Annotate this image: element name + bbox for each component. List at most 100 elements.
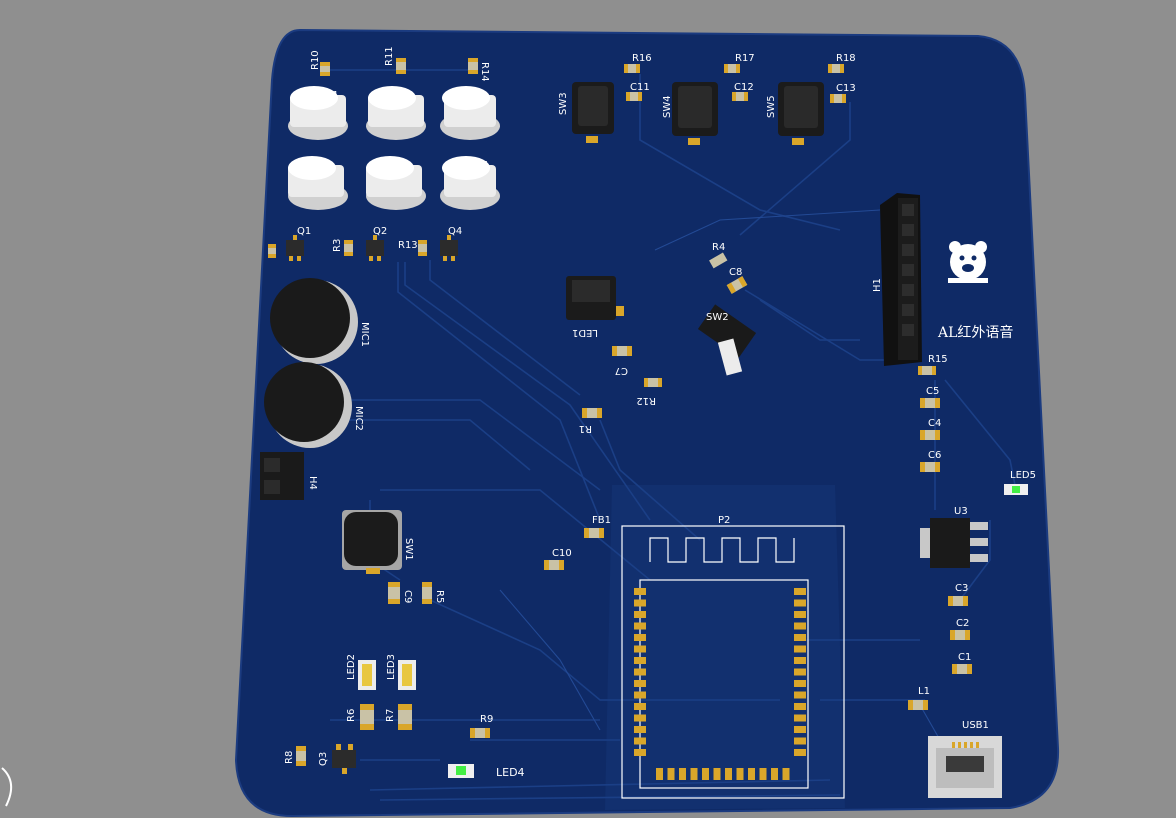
resistor-r15[interactable]: R15 — [918, 354, 948, 375]
resistor-r14[interactable]: R14 — [468, 58, 490, 82]
ir-led-u5[interactable]: U5 — [366, 156, 426, 210]
resistor-r9[interactable]: R9 — [470, 714, 493, 738]
resistor-r6[interactable]: R6 — [346, 704, 374, 730]
capacitor-c5[interactable]: C5 — [920, 386, 940, 408]
p2-pad — [794, 703, 806, 710]
ferrite-fb1[interactable]: FB1 — [584, 515, 611, 538]
p2-pad — [634, 634, 646, 641]
p2-pad — [634, 703, 646, 710]
led-led2[interactable]: LED2 — [346, 654, 376, 690]
pin-header-h1[interactable]: H1 — [872, 193, 922, 366]
ir-led-u2[interactable]: U2 — [366, 86, 426, 140]
p2-pad — [634, 657, 646, 664]
ref-led1: LED1 — [572, 327, 598, 338]
capacitor-c11[interactable]: C11 — [626, 82, 650, 101]
capacitor-c8[interactable]: C8 — [726, 267, 748, 294]
resistor-r8[interactable]: R8 — [284, 746, 306, 766]
resistor-r7[interactable]: R7 — [385, 704, 412, 730]
slide-switch-sw2[interactable]: SW2 — [697, 304, 757, 376]
p2-pad — [725, 768, 732, 780]
ref-led4: LED4 — [496, 766, 525, 779]
capacitor-c1[interactable]: C1 — [952, 652, 972, 674]
ref-u7: U7 — [474, 160, 488, 171]
connector-h4[interactable]: H4 — [260, 452, 318, 500]
capacitor-c4[interactable]: C4 — [920, 418, 941, 440]
ir-led-u4[interactable]: U4 — [288, 156, 348, 210]
tact-switch-sw5[interactable]: SW5 — [766, 82, 824, 145]
microphone-mic1[interactable]: MIC1 — [270, 278, 370, 364]
resistor-r18[interactable]: R18 — [828, 53, 856, 73]
tact-switch-sw3[interactable]: SW3 — [558, 82, 614, 143]
status-led-led4[interactable]: LED4 — [448, 764, 525, 779]
ref-r10: R10 — [310, 50, 321, 70]
resistor-r11[interactable]: R11 — [384, 46, 406, 74]
resistor-r17[interactable]: R17 — [724, 53, 755, 73]
ref-sw3: SW3 — [558, 92, 569, 115]
ref-h4: H4 — [307, 476, 318, 490]
microphone-mic2[interactable]: MIC2 — [264, 362, 364, 448]
transistor-q4[interactable]: Q4 — [440, 226, 462, 261]
ref-r1: R1 — [579, 423, 592, 434]
ref-c1: C1 — [958, 652, 971, 663]
resistor-r5[interactable]: R5 — [422, 582, 445, 604]
status-led-led5[interactable]: LED5 — [1004, 470, 1036, 495]
capacitor-c7[interactable]: C7 — [612, 346, 632, 376]
capacitor-c2[interactable]: C2 — [950, 618, 970, 640]
capacitor-c3[interactable]: C3 — [948, 583, 968, 606]
p2-pad — [634, 645, 646, 653]
resistor-r1[interactable]: R1 — [579, 408, 602, 434]
p2-pad — [748, 768, 755, 780]
p2-pad — [794, 668, 806, 676]
ref-u5: U5 — [396, 160, 410, 171]
ref-r5: R5 — [434, 590, 445, 603]
ref-u4: U4 — [318, 160, 332, 171]
usb-connector-usb1[interactable]: USB1 — [928, 720, 1002, 798]
resistor-r13[interactable]: R13 — [398, 240, 427, 256]
rotate-gizmo-icon — [1, 767, 13, 807]
ir-led-u7[interactable]: U7 — [440, 156, 500, 210]
inductor-l1[interactable]: L1 — [908, 686, 930, 710]
resistor-r3[interactable]: R3 — [332, 239, 353, 256]
ref-l1: L1 — [918, 686, 930, 697]
resistor-r4[interactable]: R4 — [709, 242, 728, 269]
p2-pad — [771, 768, 778, 780]
resistor-r12[interactable]: R12 — [636, 378, 662, 406]
ref-c2: C2 — [956, 618, 969, 629]
capacitor-c13[interactable]: C13 — [830, 83, 856, 103]
led-led3[interactable]: LED3 — [386, 654, 416, 690]
transistor-q3[interactable]: Q3 — [318, 744, 356, 774]
wifi-module-p2[interactable]: P2 — [621, 515, 845, 799]
p2-pad — [634, 668, 646, 676]
resistor-r16[interactable]: R16 — [624, 53, 652, 73]
ir-receiver-led1[interactable]: LED1 — [566, 276, 624, 338]
p2-pad — [634, 714, 646, 722]
ref-c9: C9 — [402, 590, 413, 603]
regulator-u3[interactable]: U3 — [920, 506, 988, 568]
capacitor-c6[interactable]: C6 — [920, 450, 941, 472]
ref-fb1: FB1 — [592, 515, 611, 526]
ref-r9: R9 — [480, 714, 493, 725]
ref-led3: LED3 — [386, 654, 397, 680]
ref-q4: Q4 — [448, 226, 462, 237]
ir-led-u1[interactable]: U1 — [288, 86, 348, 140]
ref-u3: U3 — [954, 506, 968, 517]
resistor-r10[interactable]: R10 — [310, 50, 330, 76]
transistor-q1[interactable]: Q1 — [268, 226, 311, 261]
tact-switch-sw4[interactable]: SW4 — [662, 82, 718, 145]
tact-switch-sw1[interactable]: SW1 — [342, 510, 414, 574]
p2-pad — [679, 768, 686, 780]
capacitor-c12[interactable]: C12 — [732, 82, 754, 101]
transistor-q2[interactable]: Q2 — [366, 226, 387, 261]
p2-pad — [634, 599, 646, 607]
capacitor-c9[interactable]: C9 — [388, 582, 413, 604]
capacitor-c10[interactable]: C10 — [544, 548, 572, 570]
ref-r4: R4 — [712, 242, 725, 253]
p2-pad — [634, 749, 646, 756]
p2-pad — [794, 622, 806, 630]
ir-led-u3-top[interactable] — [440, 86, 500, 140]
p2-pad — [759, 768, 767, 780]
ref-q3: Q3 — [318, 752, 329, 766]
ref-q2: Q2 — [373, 226, 387, 237]
